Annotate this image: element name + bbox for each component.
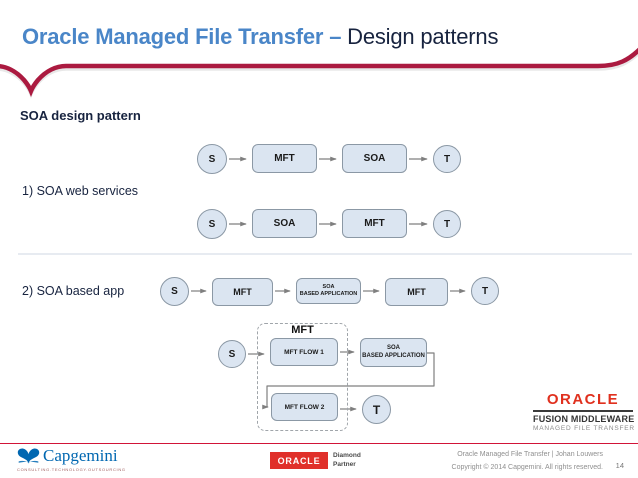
pattern1-label: 1) SOA web services <box>22 184 139 198</box>
row4-mft-flow2-node: MFT FLOW 2 <box>271 393 338 421</box>
row4-mft-flow1-node: MFT FLOW 1 <box>270 338 338 366</box>
oracle-fusion-logo: ORACLE FUSION MIDDLEWARE MANAGED FILE TR… <box>533 391 635 432</box>
capgemini-spade-icon <box>17 448 40 465</box>
row2-target-node: T <box>433 210 461 238</box>
footer-copyright-line: Copyright © 2014 Capgemini. All rights r… <box>451 463 603 471</box>
pattern2-label: 2) SOA based app <box>22 284 125 298</box>
capgemini-wordmark: Capgemini <box>43 446 118 465</box>
capgemini-logo: Capgemini CONSULTING.TECHNOLOGY.OUTSOURC… <box>16 447 126 472</box>
row3-target-node: T <box>471 277 499 305</box>
row2-mft-node: MFT <box>342 209 407 238</box>
row2-source-node: S <box>197 209 227 239</box>
section-divider <box>18 253 632 255</box>
mft-group-label: MFT <box>291 324 314 336</box>
fusion-middleware-label: FUSION MIDDLEWARE <box>533 414 635 424</box>
partner-level-line2: Partner <box>333 460 356 468</box>
row1-mft-node: MFT <box>252 144 317 173</box>
footer-rule <box>0 443 638 444</box>
row3-source-node: S <box>160 277 189 306</box>
title-primary: Oracle Managed File Transfer – <box>22 24 348 49</box>
partner-level-line1: Diamond <box>333 452 361 460</box>
row3-soa-app-line1: SOA <box>322 284 335 291</box>
fusion-mft-label: MANAGED FILE TRANSFER <box>533 425 635 432</box>
capgemini-tagline: CONSULTING.TECHNOLOGY.OUTSOURCING <box>17 467 126 472</box>
title-secondary: Design patterns <box>347 24 499 49</box>
row2-soa-node: SOA <box>252 209 317 238</box>
row4-target-node: T <box>362 395 391 424</box>
ribbon-swoosh-graphic <box>0 47 638 99</box>
row3-mft2-node: MFT <box>385 278 448 306</box>
section-heading: SOA design pattern <box>20 108 141 123</box>
fusion-rule <box>533 410 633 412</box>
oracle-partner-level: Diamond Partner <box>333 452 361 469</box>
row1-source-node: S <box>197 144 227 174</box>
row1-target-node: T <box>433 145 461 173</box>
row4-soa-app-node: SOA BASED APPLICATION <box>360 338 427 367</box>
page-number: 14 <box>615 461 624 470</box>
row1-soa-node: SOA <box>342 144 407 173</box>
row4-soa-app-line1: SOA <box>386 345 400 351</box>
row3-mft1-node: MFT <box>212 278 273 306</box>
page-title: Oracle Managed File Transfer – Design pa… <box>22 24 498 50</box>
row3-soa-app-line2: BASED APPLICATION <box>299 291 358 297</box>
footer-credits: Oracle Managed File Transfer | Johan Lou… <box>452 449 603 474</box>
fusion-oracle-wordmark: ORACLE <box>546 391 620 408</box>
row4-source-node: S <box>218 340 246 368</box>
footer-credit-line: Oracle Managed File Transfer | Johan Lou… <box>457 451 603 458</box>
oracle-partner-logo: ORACLE Diamond Partner <box>270 452 361 469</box>
row4-soa-app-line2: BASED APPLICATION <box>362 352 425 359</box>
oracle-partner-wordmark: ORACLE <box>270 452 328 469</box>
row3-soa-app-node: SOA BASED APPLICATION <box>296 278 361 304</box>
